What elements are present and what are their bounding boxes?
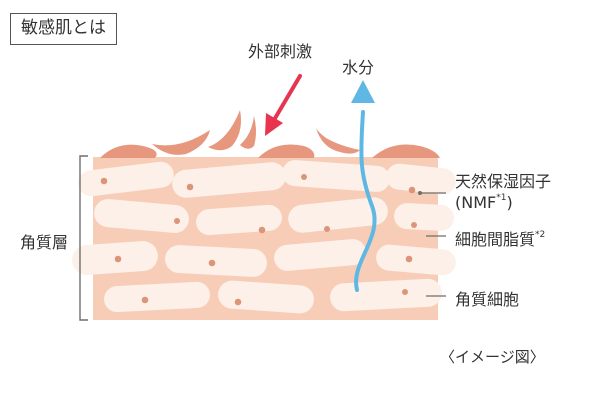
stimulus-arrow-line (272, 74, 302, 122)
nmf-dot (411, 222, 417, 228)
stratum-corneum-label: 角質層 (20, 233, 69, 252)
scale-flake (208, 110, 241, 151)
nmf-dot (258, 226, 266, 234)
intercellular-lipid-text: 細胞間脂質 (455, 230, 536, 249)
layer-bracket (79, 155, 88, 321)
nmf-dot (100, 177, 108, 185)
corneocyte-cells (72, 160, 456, 314)
nmf-dot (405, 255, 413, 263)
nmf-dot (141, 296, 149, 304)
nmf-dot (208, 259, 216, 267)
nmf-dot (174, 218, 180, 224)
corneocyte-cell (274, 239, 366, 271)
corneocyte-cell (218, 280, 314, 314)
nmf-pointer-dot (418, 191, 422, 195)
corneocyte-cell (94, 199, 189, 233)
image-caption: 〈イメージ図〉 (440, 348, 545, 366)
scale-flake (240, 116, 256, 149)
corneocyte-cell (78, 161, 174, 197)
nmf-dot (402, 289, 408, 295)
corneocyte-cell (288, 197, 388, 233)
intercellular-lipid-label: 細胞間脂質*2 (455, 226, 545, 250)
nmf-label: 天然保湿因子 (455, 168, 551, 192)
corneocyte-label: 角質細胞 (455, 290, 520, 309)
nmf-dots (100, 174, 417, 306)
title-badge: 敏感肌とは (10, 13, 117, 45)
corneocyte-cell (165, 245, 267, 277)
nmf-dot (301, 174, 307, 180)
nmf-abbrev-label: (NMF*1) (455, 193, 513, 212)
nmf-dot (408, 186, 416, 194)
scale-flakes (100, 110, 440, 158)
corneocyte-cell (172, 162, 286, 198)
nmf-footnote-mark: *1 (496, 192, 507, 203)
water-label: 水分 (342, 58, 375, 77)
nmf-dot (324, 226, 330, 232)
stimulus-arrow-head (265, 113, 283, 136)
nmf-dot (234, 298, 242, 306)
scale-flake (152, 130, 210, 155)
nmf-label-line1: 天然保湿因子 (455, 172, 552, 191)
scale-flake (372, 144, 440, 158)
scale-flake (316, 128, 360, 154)
nmf-abbrev-close: ) (506, 193, 513, 212)
corneocyte-cell (104, 281, 210, 313)
corneocyte-cell (386, 163, 456, 195)
lipid-footnote-mark: *2 (535, 229, 546, 240)
scale-flake (100, 144, 157, 158)
nmf-dot (186, 183, 194, 191)
nmf-dot (114, 255, 122, 263)
corneocyte-cell (394, 203, 454, 231)
external-stimulus-label: 外部刺激 (248, 42, 313, 61)
water-arrow-head (351, 80, 375, 103)
scale-flake (258, 144, 315, 158)
water-arrow-line (354, 110, 377, 292)
nmf-abbrev-text: (NMF (455, 193, 497, 212)
corneocyte-cell (376, 244, 456, 276)
corneocyte-cell (330, 278, 442, 312)
